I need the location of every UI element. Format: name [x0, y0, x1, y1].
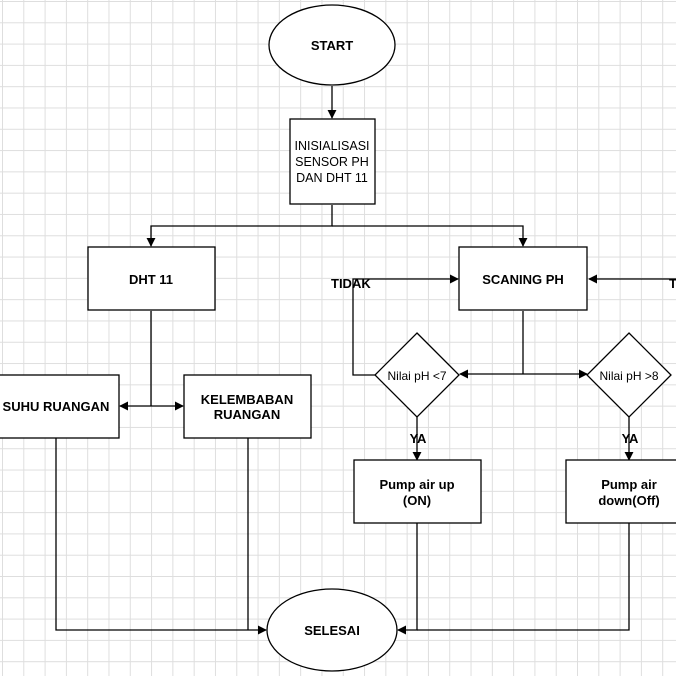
decision-low-label: Nilai pH <7	[387, 369, 446, 383]
decision-ph-low[interactable]: Nilai pH <7	[374, 332, 460, 418]
pump-up-label-line1: Pump air up	[379, 477, 454, 492]
suhu-process[interactable]: SUHU RUANGAN	[0, 374, 120, 439]
edge-init-to-dht	[146, 205, 333, 247]
pump-up-process[interactable]: Pump air up (ON)	[353, 459, 482, 524]
suhu-label: SUHU RUANGAN	[3, 399, 110, 414]
kelembaban-label-line2: RUANGAN	[214, 407, 280, 422]
kelembaban-label-line1: KELEMBABAN	[201, 392, 293, 407]
end-node[interactable]: SELESAI	[266, 588, 398, 672]
edge-decision-low-tidak-loop	[352, 274, 459, 376]
edge-pump-down-to-end	[417, 523, 630, 631]
scan-label: SCANING PH	[482, 272, 564, 287]
pump-down-label-line1: Pump air	[601, 477, 657, 492]
pump-down-process[interactable]: Pump air down(Off)	[565, 459, 676, 524]
end-label: SELESAI	[304, 623, 360, 638]
init-label-line3: DAN DHT 11	[296, 171, 368, 185]
decision-high-label: Nilai pH >8	[599, 369, 658, 383]
edge-pump-up-to-end	[397, 523, 418, 635]
start-label: START	[311, 38, 353, 53]
ya-high-label: YA	[622, 431, 639, 446]
pump-up-label-line2: (ON)	[403, 493, 431, 508]
init-label-line2: SENSOR PH	[295, 155, 369, 169]
dht-label: DHT 11	[129, 272, 173, 287]
edge-suhu-to-end	[55, 438, 267, 635]
kelembaban-process[interactable]: KELEMBABAN RUANGAN	[183, 374, 312, 439]
ya-low-label: YA	[410, 431, 427, 446]
dht-process[interactable]: DHT 11	[87, 246, 216, 311]
decision-ph-high[interactable]: Nilai pH >8	[586, 332, 672, 418]
init-label-line1: INISIALISASI	[294, 139, 369, 153]
edge-init-to-scan	[332, 225, 528, 247]
tidak-left-label: TIDAK	[331, 276, 371, 291]
start-node[interactable]: START	[268, 4, 396, 86]
init-process[interactable]: INISIALISASI SENSOR PH DAN DHT 11	[289, 118, 376, 205]
tidak-right-label: T	[669, 276, 676, 291]
scan-process[interactable]: SCANING PH	[458, 246, 588, 311]
pump-down-label-line2: down(Off)	[598, 493, 659, 508]
